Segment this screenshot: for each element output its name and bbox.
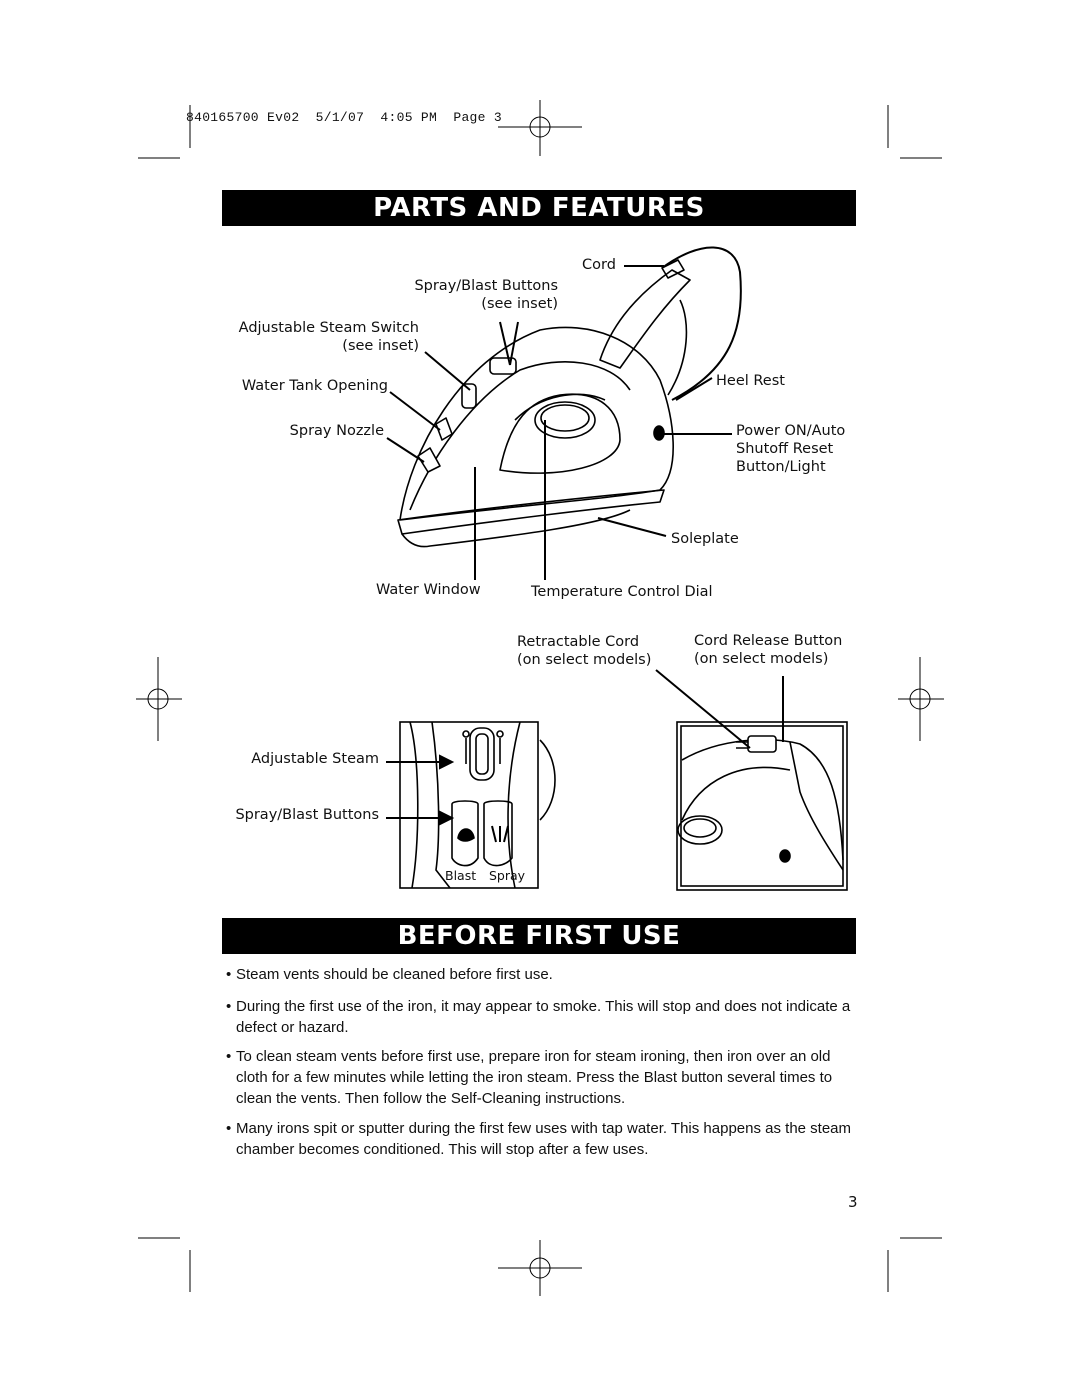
bullet-icon: • <box>226 1048 232 1065</box>
inset-cord-release <box>676 721 848 891</box>
inset-right-leaders <box>655 669 784 749</box>
registration-mark-top <box>498 100 582 156</box>
list-item: • During the first use of the iron, it m… <box>226 998 851 1036</box>
label-see-inset-1: (see inset) <box>481 296 558 312</box>
label-see-inset-2: (see inset) <box>342 338 419 354</box>
inset-left-arrows <box>386 754 455 826</box>
label-cord-release-note: (on select models) <box>694 651 829 667</box>
label-adjustable-steam-switch: Adjustable Steam Switch <box>238 320 419 336</box>
bullet-icon: • <box>226 966 232 983</box>
label-temperature-control-dial: Temperature Control Dial <box>531 584 713 600</box>
label-power-line-2: Shutoff Reset <box>736 441 834 457</box>
bullet-icon: • <box>226 998 232 1015</box>
page-number: 3 <box>848 1193 858 1211</box>
label-inset-blast: Blast <box>445 868 477 883</box>
iron-leaders <box>386 265 732 580</box>
label-soleplate: Soleplate <box>671 531 739 547</box>
iron-illustration <box>397 246 742 548</box>
label-water-window: Water Window <box>376 582 481 598</box>
registration-mark-left <box>136 657 182 741</box>
label-cord-release-button: Cord Release Button <box>694 633 843 649</box>
label-power-line-3: Button/Light <box>736 459 826 475</box>
list-item: • Many irons spit or sputter during the … <box>226 1120 852 1158</box>
label-heel-rest: Heel Rest <box>716 373 785 389</box>
label-cord: Cord <box>582 257 616 273</box>
inset-steam-buttons <box>399 721 556 889</box>
print-slug: 840165700 Ev02 5/1/07 4:05 PM Page 3 <box>186 110 502 125</box>
list-item: • Steam vents should be cleaned before f… <box>226 966 553 983</box>
label-power-line-1: Power ON/Auto <box>736 423 846 439</box>
label-inset-adjustable-steam: Adjustable Steam <box>251 751 379 767</box>
list-item: • To clean steam vents before first use,… <box>226 1048 833 1107</box>
crop-marks <box>138 105 942 1292</box>
label-water-tank-opening: Water Tank Opening <box>241 378 388 394</box>
label-retractable-cord: Retractable Cord <box>517 634 640 650</box>
label-spray-nozzle: Spray Nozzle <box>289 423 384 439</box>
registration-mark-bottom <box>498 1240 582 1296</box>
bullet-icon: • <box>226 1120 232 1137</box>
label-inset-spray-blast-buttons: Spray/Blast Buttons <box>235 807 379 823</box>
label-spray-blast-buttons: Spray/Blast Buttons <box>414 278 558 294</box>
label-retractable-cord-note: (on select models) <box>517 652 652 668</box>
section-title-parts: PARTS AND FEATURES <box>222 190 856 226</box>
registration-mark-right <box>898 657 944 741</box>
section-title-before-first-use: BEFORE FIRST USE <box>222 918 856 954</box>
label-inset-spray: Spray <box>489 868 526 883</box>
